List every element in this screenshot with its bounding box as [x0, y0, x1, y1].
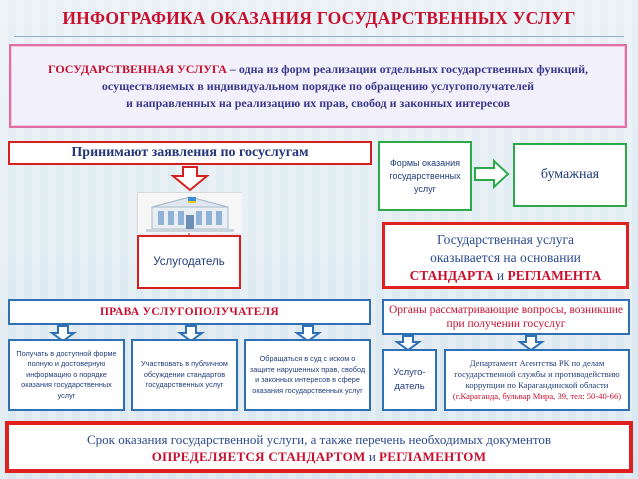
- bottom-box: Срок оказания государственной услуги, а …: [5, 421, 633, 473]
- department-box: Департамент Агентства РК по делам госуда…: [444, 349, 630, 411]
- red-down-arrow: [170, 166, 210, 192]
- standard-and: и: [493, 268, 508, 283]
- apply-box: Принимают заявления по госуслугам: [8, 141, 372, 165]
- blue-down-arrow-2: [176, 325, 206, 343]
- department-address: (г.Караганда, бульвар Мира, 39, тел: 50-…: [452, 391, 622, 401]
- definition-term: ГОСУДАРСТВЕННАЯ УСЛУГА: [47, 61, 227, 76]
- green-right-arrow: [474, 158, 510, 190]
- organs-box: Органы рассматривающие вопросы, возникши…: [382, 299, 630, 335]
- right-item-3: Обращаться в суд с иском о защите наруше…: [244, 339, 371, 411]
- bottom-word2: РЕГЛАМЕНТОМ: [379, 449, 487, 464]
- page-title: ИНФОГРАФИКА ОКАЗАНИЯ ГОСУДАРСТВЕННЫХ УСЛ…: [62, 8, 576, 28]
- building-image: [137, 192, 242, 233]
- blue-down-arrow-5: [516, 335, 546, 352]
- definition-line2: осуществляемых в индивидуальном порядке …: [101, 78, 535, 93]
- forms-box: Формы оказания государственных услуг: [378, 141, 472, 211]
- blue-down-arrow-1: [48, 325, 78, 343]
- standard-box: Государственная услуга оказывается на ос…: [382, 222, 629, 289]
- recipient-box: Услуго-датель: [382, 349, 437, 411]
- provider-box: Услугодатель: [137, 235, 241, 289]
- definition-line1: – одна из форм реализации отдельных госу…: [226, 61, 589, 76]
- standard-line2: оказывается на основании: [430, 250, 581, 265]
- right-item-1: Получать в доступной форме полную и дост…: [8, 339, 125, 411]
- title-divider: [14, 36, 624, 37]
- building-icon: [138, 193, 242, 233]
- standard-word1: СТАНДАРТА: [409, 268, 494, 283]
- standard-word2: РЕГЛАМЕНТА: [507, 268, 602, 283]
- department-text: Департамент Агентства РК по делам госуда…: [454, 358, 620, 390]
- definition-line3: и направленных на реализацию их прав, св…: [126, 95, 510, 110]
- rights-box: ПРАВА УСЛУГОПОЛУЧАТЕЛЯ: [8, 299, 371, 325]
- standard-line1: Государственная услуга: [437, 232, 574, 247]
- bottom-line1: Срок оказания государственной услуги, а …: [87, 432, 551, 447]
- paper-form-box: бумажная: [513, 143, 627, 207]
- blue-down-arrow-4: [393, 335, 423, 352]
- bottom-word1: ОПРЕДЕЛЯЕТСЯ СТАНДАРТОМ: [151, 449, 366, 464]
- definition-box: ГОСУДАРСТВЕННАЯ УСЛУГА – одна из форм ре…: [9, 44, 627, 128]
- blue-down-arrow-3: [293, 325, 323, 343]
- bottom-and: и: [365, 449, 380, 464]
- right-item-2: Участвовать в публичном обсуждении станд…: [131, 339, 238, 411]
